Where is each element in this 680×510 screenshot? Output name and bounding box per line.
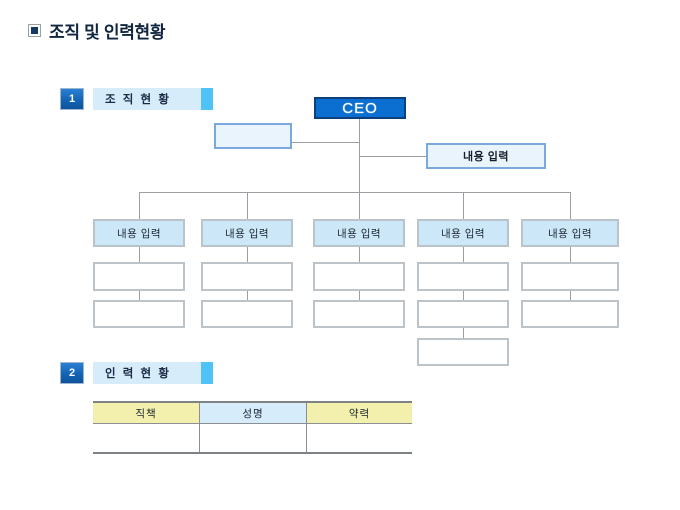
staff-table-header-position: 직책	[93, 401, 200, 424]
org-dept-head-3[interactable]: 내용 입력	[313, 219, 405, 247]
connector-drop-1	[139, 192, 140, 219]
staff-table-header-name: 성명	[199, 401, 307, 424]
connector-drop-5	[570, 192, 571, 219]
connector-c2-r1	[247, 247, 248, 262]
connector-c4-r3	[463, 328, 464, 338]
org-box-aux-right-label: 내용 입력	[462, 151, 510, 163]
org-box-c4-r3[interactable]	[417, 338, 509, 366]
section-number-2: 2	[60, 362, 84, 384]
section-number-1: 1	[60, 88, 84, 110]
section-label-bar-2: 인 력 현 황	[93, 362, 201, 384]
org-box-c5-r2[interactable]	[521, 300, 619, 328]
connector-drop-2	[247, 192, 248, 219]
org-box-ceo-label: CEO	[342, 99, 378, 117]
staff-cell-name[interactable]	[199, 423, 307, 454]
section-label-bar-1: 조 직 현 황	[93, 88, 201, 110]
staff-table-header-row: 직책 성명 약력	[93, 401, 412, 424]
page-title-text: 조직 및 인력현황	[49, 23, 166, 42]
org-box-c3-r1[interactable]	[313, 262, 405, 291]
section-label-2: 인 력 현 황	[105, 368, 171, 380]
org-box-c2-r1[interactable]	[201, 262, 293, 291]
org-dept-head-1-label: 내용 입력	[116, 227, 162, 240]
page-title: 조직 및 인력현황	[28, 18, 166, 43]
connector-c5-r1	[570, 247, 571, 262]
org-dept-head-3-label: 내용 입력	[336, 227, 382, 240]
connector-c3-r2	[359, 291, 360, 300]
org-dept-head-5[interactable]: 내용 입력	[521, 219, 619, 247]
filled-square-bullet-icon	[28, 24, 41, 37]
section-header-1: 1 조 직 현 황	[60, 88, 213, 110]
org-dept-head-5-label: 내용 입력	[547, 227, 593, 240]
staff-table-row[interactable]	[93, 423, 412, 454]
section-header-2: 2 인 력 현 황	[60, 362, 213, 384]
connector-aux-left	[292, 142, 359, 143]
connector-c4-r2	[463, 291, 464, 300]
org-dept-head-4-label: 내용 입력	[440, 227, 486, 240]
staff-cell-profile[interactable]	[306, 423, 412, 454]
staff-cell-position[interactable]	[93, 423, 200, 454]
connector-c4-r1	[463, 247, 464, 262]
org-box-c2-r2[interactable]	[201, 300, 293, 328]
staff-table: 직책 성명 약력	[93, 401, 412, 454]
org-box-c4-r1[interactable]	[417, 262, 509, 291]
org-box-c1-r2[interactable]	[93, 300, 185, 328]
org-box-c1-r1[interactable]	[93, 262, 185, 291]
org-box-c5-r1[interactable]	[521, 262, 619, 291]
org-dept-head-2[interactable]: 내용 입력	[201, 219, 293, 247]
connector-c2-r2	[247, 291, 248, 300]
section-accent-tip-1	[201, 88, 213, 110]
connector-drop-4	[463, 192, 464, 219]
connector-fanout-bar	[139, 192, 571, 193]
org-dept-head-1[interactable]: 내용 입력	[93, 219, 185, 247]
org-box-aux-right[interactable]: 내용 입력	[426, 143, 546, 169]
connector-c1-r1	[139, 247, 140, 262]
org-dept-head-2-label: 내용 입력	[224, 227, 270, 240]
org-box-aux-left[interactable]	[214, 123, 292, 149]
connector-c3-r1	[359, 247, 360, 262]
connector-c1-r2	[139, 291, 140, 300]
org-box-c4-r2[interactable]	[417, 300, 509, 328]
section-accent-tip-2	[201, 362, 213, 384]
org-box-ceo[interactable]: CEO	[314, 97, 406, 119]
org-box-c3-r2[interactable]	[313, 300, 405, 328]
connector-drop-3	[359, 192, 360, 219]
connector-c5-r2	[570, 291, 571, 300]
connector-aux-right	[359, 156, 426, 157]
staff-table-header-profile: 약력	[306, 401, 412, 424]
org-dept-head-4[interactable]: 내용 입력	[417, 219, 509, 247]
section-label-1: 조 직 현 황	[105, 94, 171, 106]
